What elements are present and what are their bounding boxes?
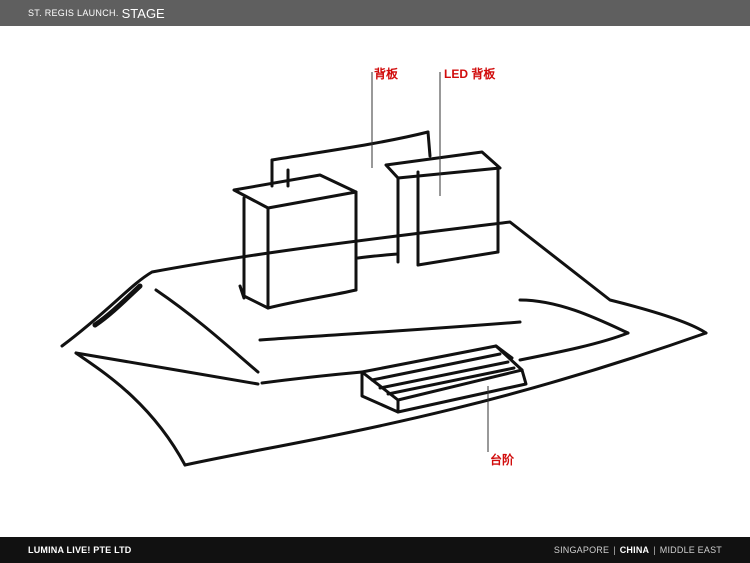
- left-box: [234, 175, 356, 208]
- header-bar: ST. REGIS LAUNCH. STAGE: [0, 0, 750, 26]
- region-separator: |: [653, 545, 656, 555]
- footer-bar: LUMINA LIVE! PTE LTD SINGAPORE|CHINA|MID…: [0, 537, 750, 563]
- led-box: [386, 152, 500, 178]
- label-steps: 台阶: [490, 451, 514, 468]
- region-middle-east: MIDDLE EAST: [660, 545, 722, 555]
- company-name: LUMINA LIVE! PTE LTD: [28, 545, 132, 555]
- region-china: CHINA: [620, 545, 650, 555]
- stage-sketch: [0, 26, 750, 537]
- header-title-large: STAGE: [122, 6, 165, 21]
- region-separator: |: [613, 545, 616, 555]
- region-singapore: SINGAPORE: [554, 545, 609, 555]
- backdrop-rail: [272, 132, 428, 160]
- stage-outline: [62, 222, 706, 346]
- label-backdrop: 背板: [374, 65, 398, 82]
- label-led-backdrop: LED 背板: [444, 65, 495, 82]
- region-list: SINGAPORE|CHINA|MIDDLE EAST: [554, 545, 722, 555]
- header-title-small: ST. REGIS LAUNCH.: [28, 8, 119, 18]
